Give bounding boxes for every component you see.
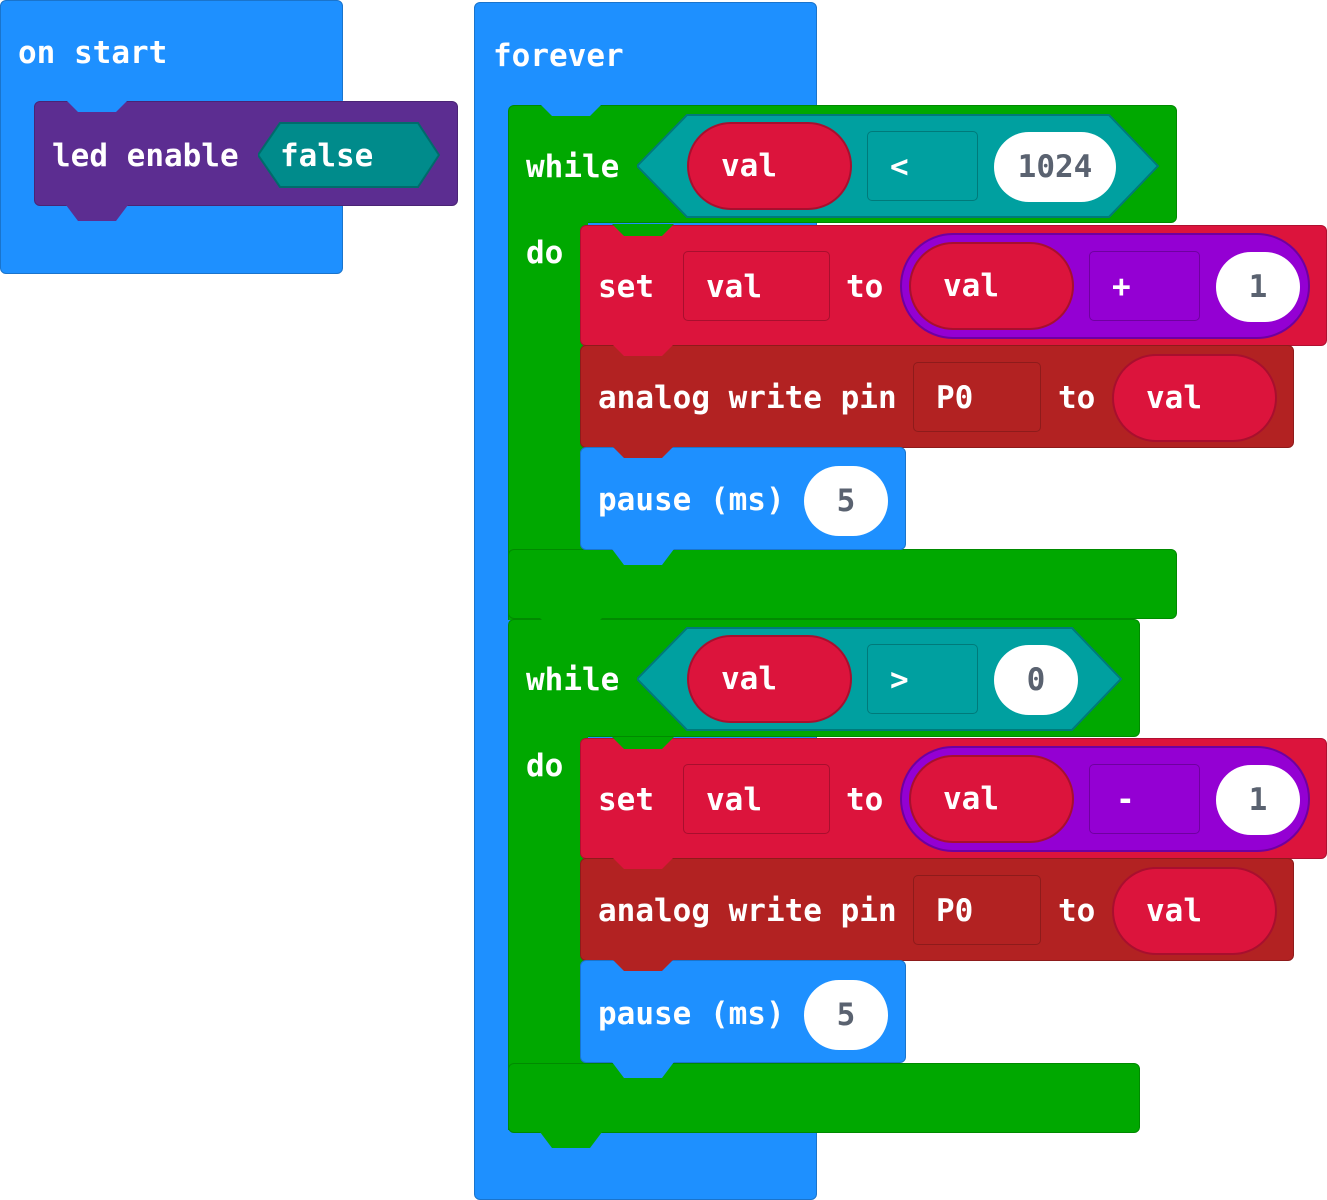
pause-2-label: pause (ms) bbox=[598, 996, 785, 1032]
analog-2-to-label: to bbox=[1058, 893, 1096, 929]
set-2-label: set bbox=[598, 782, 654, 818]
pause-1-label: pause (ms) bbox=[598, 482, 785, 518]
pause-2-value[interactable]: 5 bbox=[804, 980, 888, 1050]
while-block-2-arm bbox=[508, 710, 588, 1130]
pause-1-top-notch bbox=[612, 446, 674, 460]
pause-2-top-notch bbox=[612, 959, 674, 973]
comparison-2-left-variable[interactable]: val bbox=[687, 635, 852, 723]
while-2-label: while bbox=[526, 662, 620, 698]
pause-1-bottom-tab bbox=[612, 549, 674, 565]
while-2-top-notch bbox=[540, 618, 602, 632]
set-1-to-label: to bbox=[846, 269, 884, 305]
while-2-bottom-tab bbox=[540, 1132, 602, 1148]
set-2-top-notch bbox=[612, 737, 674, 751]
set-1-left-variable[interactable]: val bbox=[909, 242, 1074, 330]
analog-2-pin-dropdown[interactable]: P0 bbox=[913, 875, 1041, 945]
false-boolean-input[interactable]: false bbox=[258, 122, 440, 188]
set-1-operator-dropdown[interactable]: + bbox=[1089, 251, 1200, 321]
while-block-2-bottom bbox=[508, 1063, 1140, 1133]
set-1-variable-dropdown[interactable]: val bbox=[683, 251, 830, 321]
analog-1-label: analog write pin bbox=[598, 380, 897, 416]
do-2-label: do bbox=[526, 748, 564, 784]
set-1-top-notch bbox=[612, 224, 674, 238]
analog-2-value-variable[interactable]: val bbox=[1112, 867, 1277, 955]
comparison-1-operator-dropdown[interactable]: < bbox=[867, 131, 978, 201]
set-2-variable-dropdown[interactable]: val bbox=[683, 764, 830, 834]
analog-1-top-notch bbox=[612, 344, 674, 358]
set-2-right-number[interactable]: 1 bbox=[1216, 765, 1300, 835]
led-enable-label: led enable bbox=[52, 138, 239, 174]
led-enable-notch bbox=[66, 205, 128, 221]
analog-1-pin-dropdown[interactable]: P0 bbox=[913, 362, 1041, 432]
comparison-1-left-variable[interactable]: val bbox=[687, 122, 852, 210]
while-1-top-notch bbox=[540, 104, 602, 118]
set-2-to-label: to bbox=[846, 782, 884, 818]
set-1-label: set bbox=[598, 269, 654, 305]
comparison-2-operator-dropdown[interactable]: > bbox=[867, 644, 978, 714]
set-2-operator-dropdown[interactable]: - bbox=[1089, 764, 1200, 834]
while-1-label: while bbox=[526, 149, 620, 185]
do-1-label: do bbox=[526, 235, 564, 271]
analog-1-value-variable[interactable]: val bbox=[1112, 354, 1277, 442]
analog-1-to-label: to bbox=[1058, 380, 1096, 416]
analog-2-label: analog write pin bbox=[598, 893, 897, 929]
analog-2-top-notch bbox=[612, 857, 674, 871]
set-2-left-variable[interactable]: val bbox=[909, 755, 1074, 843]
comparison-1-right-number[interactable]: 1024 bbox=[994, 132, 1116, 202]
forever-label: forever bbox=[493, 38, 624, 74]
pause-2-bottom-tab bbox=[612, 1062, 674, 1078]
false-value: false bbox=[280, 138, 374, 174]
while-block-1-bottom bbox=[508, 549, 1177, 619]
on-start-label: on start bbox=[18, 35, 168, 71]
led-enable-top-notch bbox=[66, 100, 128, 114]
pause-1-value[interactable]: 5 bbox=[804, 466, 888, 536]
set-1-right-number[interactable]: 1 bbox=[1216, 252, 1300, 322]
comparison-2-right-number[interactable]: 0 bbox=[994, 645, 1078, 715]
